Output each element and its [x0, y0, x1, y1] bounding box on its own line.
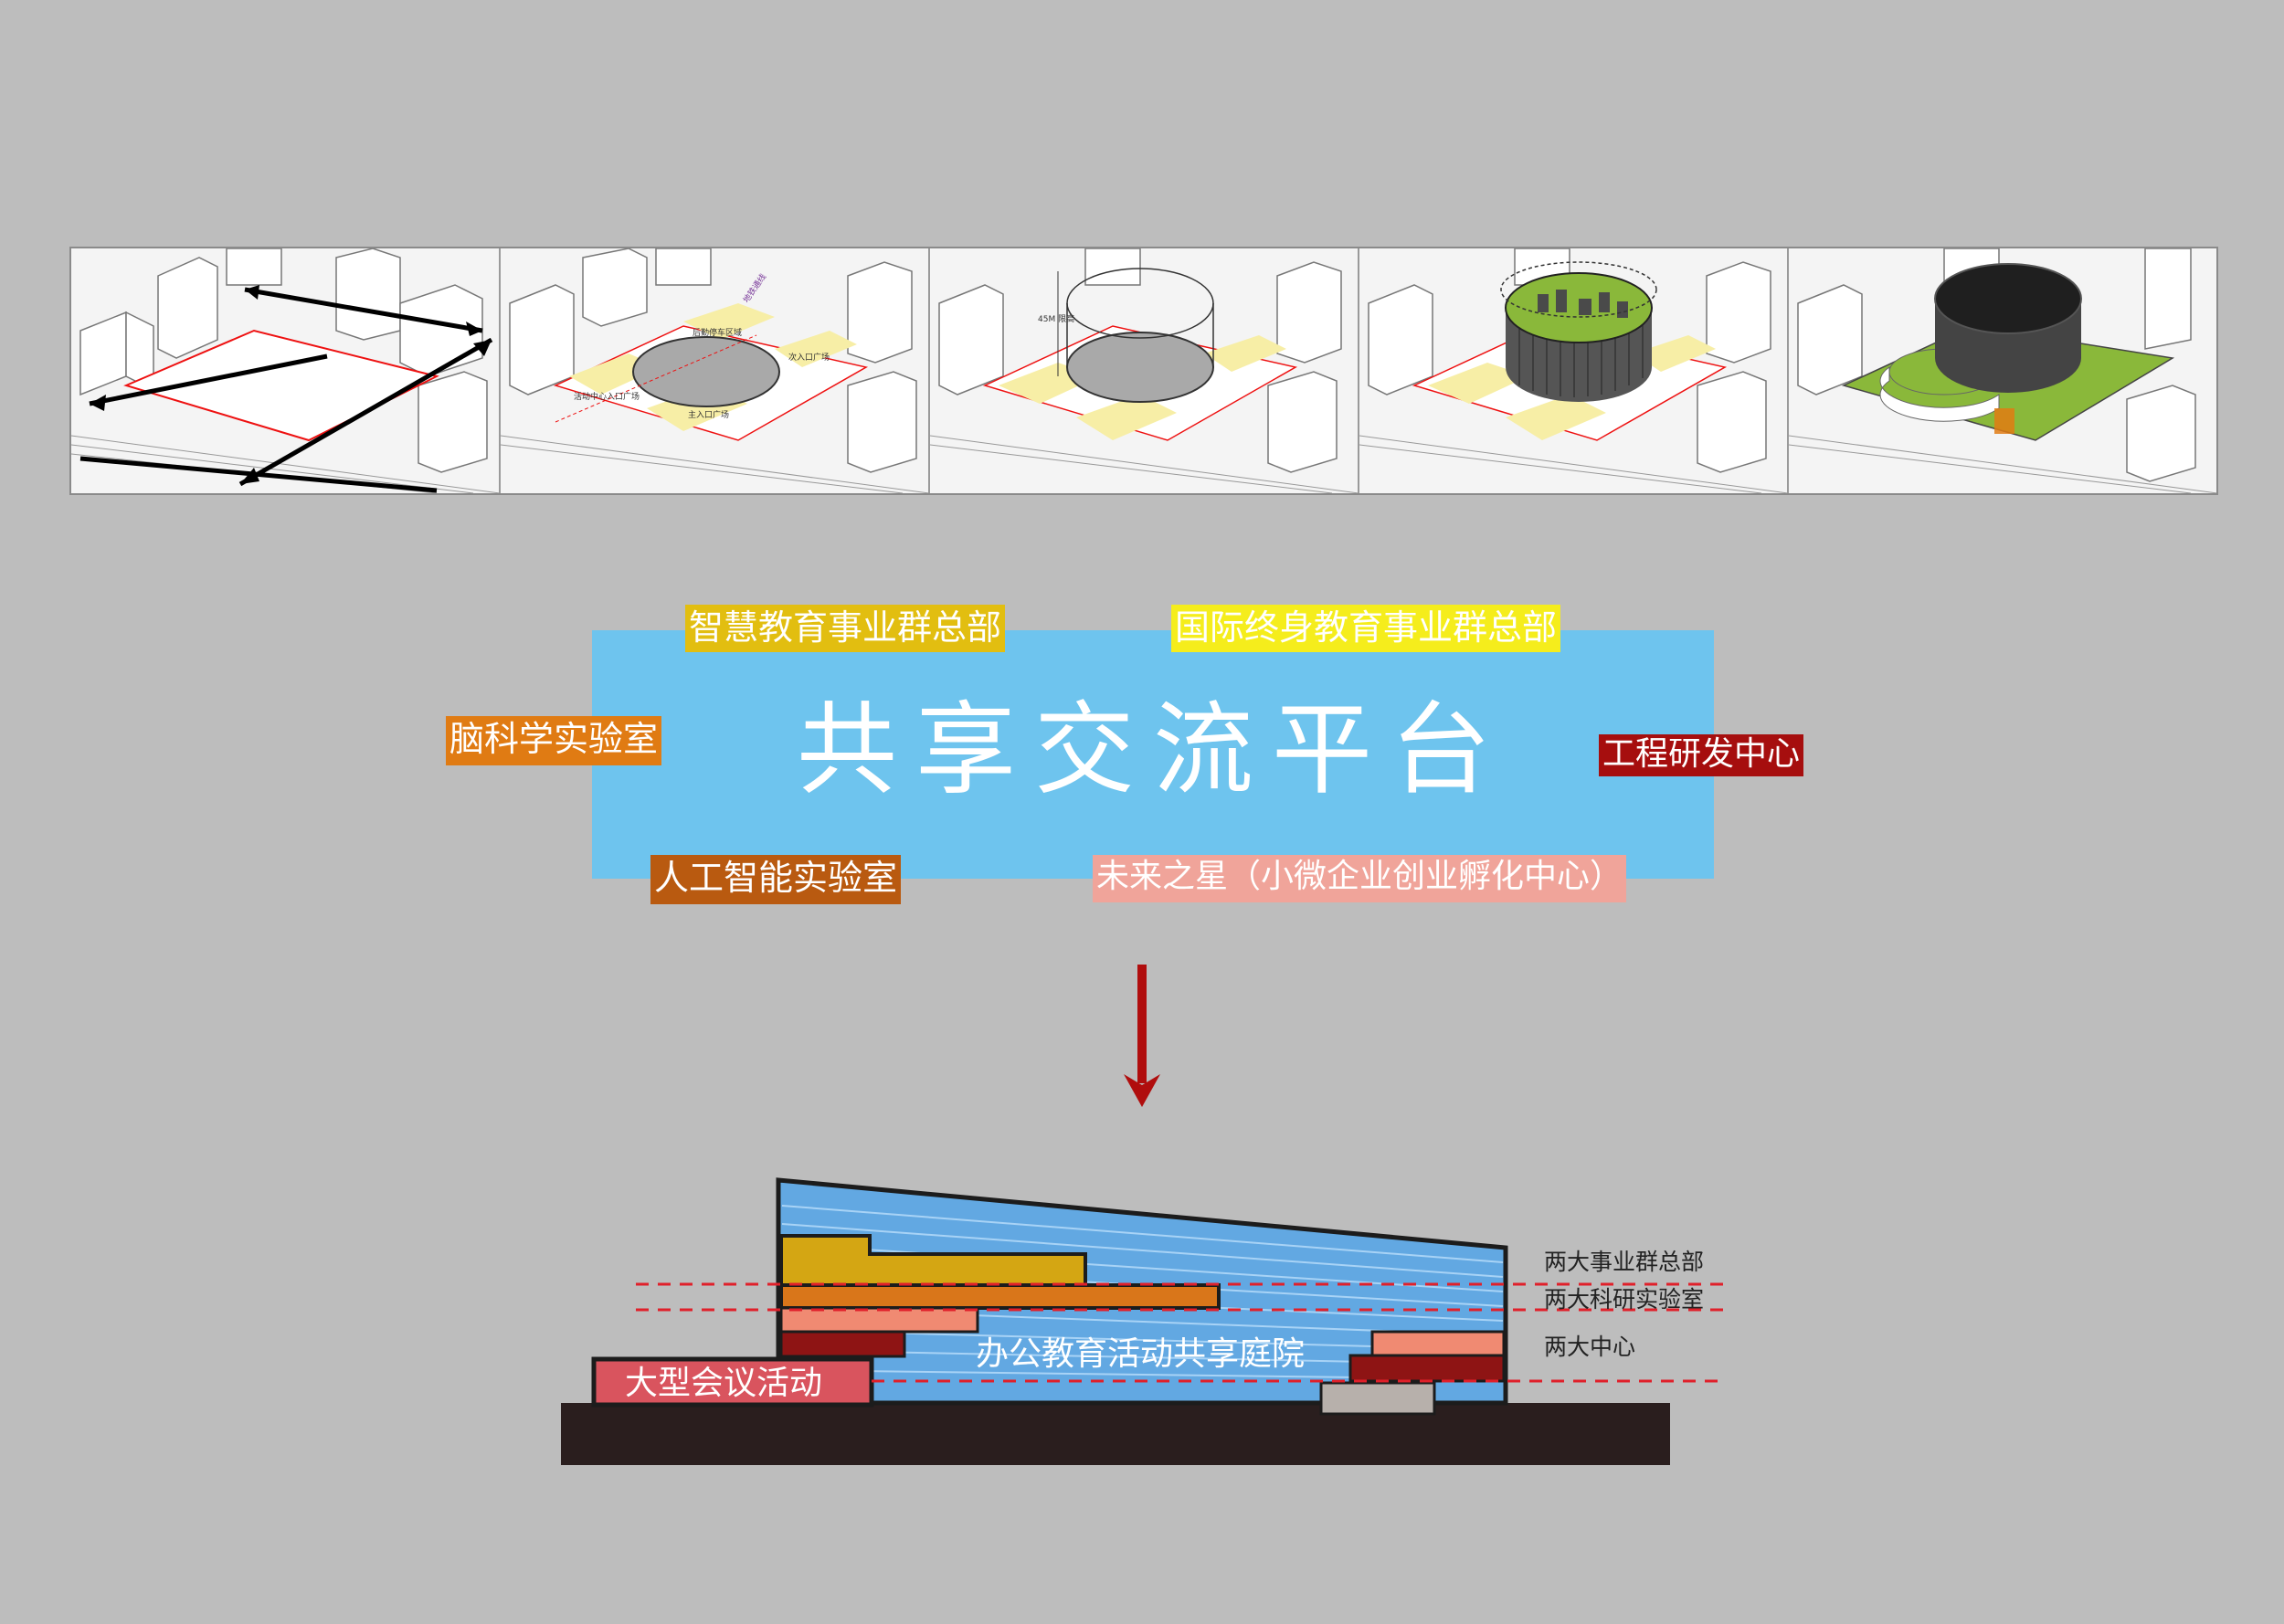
conference-block: [591, 1356, 874, 1408]
panel2-label-logistics: 后勤停车区域: [693, 327, 742, 338]
building-section-diagram: 办公教育活动共享庭院 大型会议活动: [548, 1169, 1736, 1483]
platform-title: 共享交流平台: [797, 691, 1509, 808]
height-limit-drawing: 45M 限高: [930, 248, 1358, 493]
section-drawing: 办公教育活动共享庭院 大型会议活动: [561, 1177, 1727, 1465]
final-massing-drawing: [1789, 248, 2216, 493]
band-center-darkred: [779, 1330, 906, 1358]
site-diagram-strip: 后勤停车区域 主入口广场 次入口广场 活动中心入口广场 地铁通线: [69, 247, 2218, 495]
down-arrow-icon: [1124, 965, 1160, 1107]
panel3-label-height: 45M 限高: [1038, 313, 1074, 324]
conference-label: 大型会议活动: [625, 1365, 822, 1402]
diagram-panel-height-limit: 45M 限高: [930, 248, 1359, 493]
tag-smart-education-hq: 智慧教育事业群总部: [685, 605, 1006, 652]
panel2-label-secondary-plaza: 次入口广场: [788, 352, 830, 363]
diagram-panel-green-core: [1359, 248, 1789, 493]
block-gray: [1319, 1381, 1436, 1416]
site-axes-drawing: [71, 248, 499, 493]
diagram-panel-site-axes: [71, 248, 501, 493]
tag-ai-lab: 人工智能实验室: [650, 855, 902, 904]
courtyard-label: 办公教育活动共享庭院: [976, 1335, 1305, 1373]
block-right-salmon: [1370, 1330, 1506, 1357]
zoning-drawing: 后勤停车区域 主入口广场 次入口广场 活动中心入口广场 地铁通线: [501, 248, 928, 493]
tag-brain-science-lab: 脑科学实验室: [446, 716, 662, 765]
legend-centers: 两大中心: [1544, 1334, 1636, 1360]
legend-hq: 两大事业群总部: [1544, 1249, 1705, 1275]
block-right-darkred: [1348, 1354, 1506, 1383]
band-center-salmon: [779, 1306, 979, 1334]
tag-future-star-incubator: 未来之星（小微企业创业孵化中心）: [1093, 855, 1627, 902]
green-core-drawing: [1359, 248, 1787, 493]
tag-engineering-center: 工程研发中心: [1599, 734, 1804, 776]
panel2-label-main-plaza: 主入口广场: [688, 409, 729, 420]
tag-international-education-hq: 国际终身教育事业群总部: [1171, 605, 1561, 652]
legend-labs: 两大科研实验室: [1544, 1286, 1705, 1313]
panel2-label-activity-plaza: 活动中心入口广场: [574, 391, 640, 402]
ground-base: [561, 1403, 1670, 1465]
diagram-panel-zoning: 后勤停车区域 主入口广场 次入口广场 活动中心入口广场 地铁通线: [501, 248, 930, 493]
diagram-panel-final-massing: [1789, 248, 2216, 493]
band-lab-orange: [779, 1283, 1221, 1310]
shared-platform-block: [592, 630, 1714, 879]
panel2-label-metro: 地铁通线: [741, 271, 768, 304]
